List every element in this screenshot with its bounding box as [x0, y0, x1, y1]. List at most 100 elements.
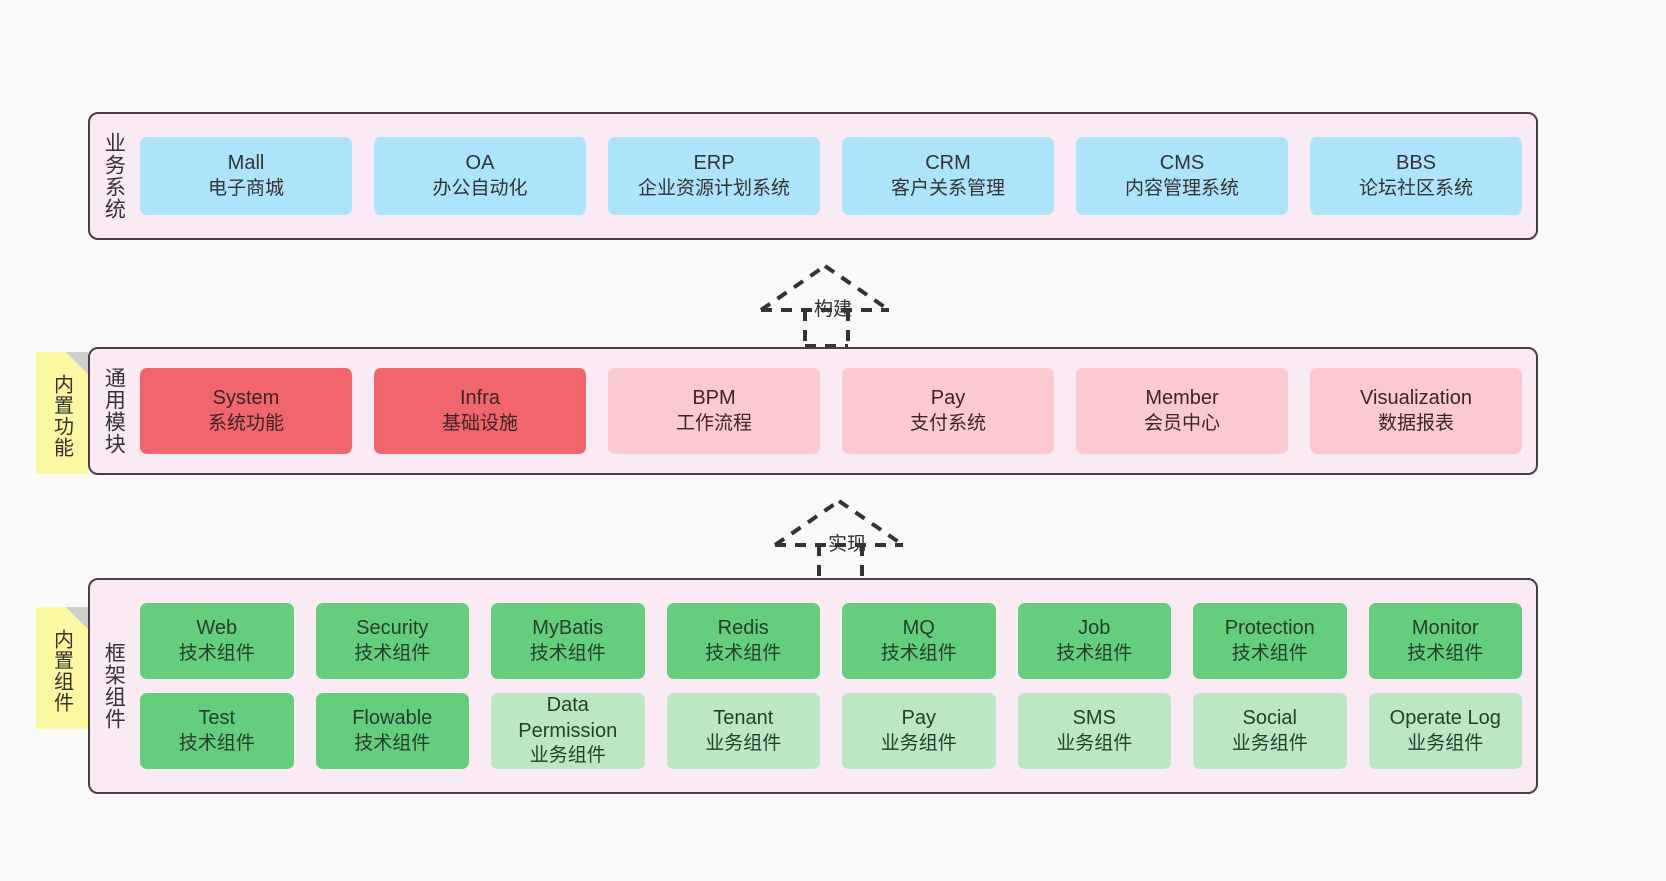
arrowhead-right-edge	[823, 264, 891, 312]
layer-title-business-system: 业务系统	[102, 132, 126, 220]
card-subtitle: 论坛社区系统	[1358, 177, 1473, 199]
card-subtitle: 业务组件	[880, 732, 957, 754]
card-title: BBS	[1395, 152, 1437, 175]
layer-body-business-system: Mall 电子商城 OA 办公自动化 ERP 企业资源计划系统 CRM 客户关系…	[136, 114, 1536, 238]
card-title: Test	[198, 707, 236, 730]
card-crm[interactable]: CRM 客户关系管理	[842, 137, 1054, 215]
note-fold-icon	[66, 352, 88, 374]
layer-panel-business-system[interactable]: 业务系统 Mall 电子商城 OA 办公自动化 ERP 企业资源计划系统 CRM…	[88, 112, 1538, 240]
card-title: Member	[1145, 387, 1219, 410]
card-system[interactable]: System 系统功能	[140, 368, 352, 454]
card-subtitle: 技术组件	[880, 642, 957, 664]
card-data-permission[interactable]: Data Permission 业务组件	[491, 693, 645, 769]
card-title: Web	[196, 617, 238, 640]
arrowhead-left-edge	[759, 264, 827, 312]
card-subtitle: 业务组件	[1056, 732, 1133, 754]
card-title: CMS	[1159, 152, 1205, 175]
card-subtitle: 技术组件	[354, 642, 431, 664]
connector-label-implement: 实现	[828, 534, 867, 555]
card-subtitle: 技术组件	[1231, 642, 1308, 664]
card-cms[interactable]: CMS 内容管理系统	[1076, 137, 1288, 215]
card-flowable[interactable]: Flowable 技术组件	[315, 693, 469, 769]
card-member[interactable]: Member 会员中心	[1076, 368, 1288, 454]
card-subtitle: 支付系统	[909, 412, 986, 434]
card-subtitle: 业务组件	[705, 732, 782, 754]
connector-label-build: 构建	[814, 299, 853, 320]
card-pay-component[interactable]: Pay 业务组件	[842, 693, 996, 769]
note-builtin-function: 内置功能	[36, 352, 88, 474]
card-title: ERP	[693, 152, 735, 175]
card-subtitle: 技术组件	[1056, 642, 1133, 664]
card-operate-log[interactable]: Operate Log 业务组件	[1368, 693, 1522, 769]
note-text: 内置组件	[50, 629, 73, 713]
card-title: MQ	[902, 617, 935, 640]
card-bbs[interactable]: BBS 论坛社区系统	[1310, 137, 1522, 215]
card-subtitle: 技术组件	[354, 732, 431, 754]
connector-implement: 实现	[766, 493, 926, 583]
card-title: Security	[356, 617, 429, 640]
card-row: Test 技术组件 Flowable 技术组件 Data Permission …	[140, 693, 1522, 769]
card-erp[interactable]: ERP 企业资源计划系统	[608, 137, 820, 215]
card-mybatis[interactable]: MyBatis 技术组件	[491, 603, 645, 679]
layer-body-framework-component: Web 技术组件 Security 技术组件 MyBatis 技术组件 Redi…	[136, 580, 1536, 792]
note-text: 内置功能	[50, 374, 73, 458]
card-redis[interactable]: Redis 技术组件	[666, 603, 820, 679]
card-tenant[interactable]: Tenant 业务组件	[666, 693, 820, 769]
card-mq[interactable]: MQ 技术组件	[842, 603, 996, 679]
card-title: System	[212, 387, 280, 410]
card-subtitle: 业务组件	[1231, 732, 1308, 754]
card-subtitle: 内容管理系统	[1124, 177, 1239, 199]
card-job[interactable]: Job 技术组件	[1017, 603, 1171, 679]
card-title: Social	[1242, 707, 1297, 730]
note-fold-icon	[66, 607, 88, 629]
card-oa[interactable]: OA 办公自动化	[374, 137, 586, 215]
card-title: Tenant	[713, 707, 774, 730]
card-title: Infra	[459, 387, 501, 410]
card-title: BPM	[692, 387, 736, 410]
card-title: MyBatis	[532, 617, 604, 640]
card-title: Data Permission	[518, 694, 618, 742]
card-subtitle: 工作流程	[675, 412, 752, 434]
layer-body-common-module: System 系统功能 Infra 基础设施 BPM 工作流程 Pay 支付系统…	[136, 349, 1536, 473]
card-protection[interactable]: Protection 技术组件	[1193, 603, 1347, 679]
card-row: Web 技术组件 Security 技术组件 MyBatis 技术组件 Redi…	[140, 603, 1522, 679]
card-title: CRM	[925, 152, 971, 175]
card-subtitle: 会员中心	[1143, 412, 1220, 434]
card-subtitle: 电子商城	[207, 177, 284, 199]
card-title: Protection	[1224, 617, 1315, 640]
card-title: Pay	[901, 707, 936, 730]
layer-panel-common-module[interactable]: 通用模块 System 系统功能 Infra 基础设施 BPM 工作流程 Pay…	[88, 347, 1538, 475]
card-pay-module[interactable]: Pay 支付系统	[842, 368, 1054, 454]
card-bpm[interactable]: BPM 工作流程	[608, 368, 820, 454]
connector-build: 构建	[752, 258, 912, 348]
card-subtitle: 业务组件	[1407, 732, 1484, 754]
card-subtitle: 业务组件	[529, 745, 606, 767]
card-subtitle: 技术组件	[1407, 642, 1484, 664]
card-title: Visualization	[1360, 387, 1472, 410]
layer-title-common-module: 通用模块	[102, 367, 126, 455]
arrowhead-left-edge	[773, 499, 841, 547]
card-sms[interactable]: SMS 业务组件	[1017, 693, 1171, 769]
card-subtitle: 客户关系管理	[890, 177, 1005, 199]
card-subtitle: 企业资源计划系统	[637, 177, 790, 199]
layer-panel-framework-component[interactable]: 框架组件 Web 技术组件 Security 技术组件 MyBatis 技术组件…	[88, 578, 1538, 794]
card-mall[interactable]: Mall 电子商城	[140, 137, 352, 215]
card-subtitle: 技术组件	[529, 642, 606, 664]
card-subtitle: 基础设施	[441, 412, 518, 434]
card-subtitle: 技术组件	[178, 732, 255, 754]
card-subtitle: 系统功能	[207, 412, 284, 434]
card-title: Mall	[227, 152, 265, 175]
card-title: Redis	[717, 617, 769, 640]
card-visualization[interactable]: Visualization 数据报表	[1310, 368, 1522, 454]
card-web[interactable]: Web 技术组件	[140, 603, 294, 679]
card-title: SMS	[1072, 707, 1116, 730]
card-security[interactable]: Security 技术组件	[315, 603, 469, 679]
card-infra[interactable]: Infra 基础设施	[374, 368, 586, 454]
card-test[interactable]: Test 技术组件	[140, 693, 294, 769]
card-social[interactable]: Social 业务组件	[1193, 693, 1347, 769]
note-builtin-component: 内置组件	[36, 607, 88, 729]
card-monitor[interactable]: Monitor 技术组件	[1368, 603, 1522, 679]
card-row: Mall 电子商城 OA 办公自动化 ERP 企业资源计划系统 CRM 客户关系…	[140, 137, 1522, 215]
card-title: Monitor	[1411, 617, 1479, 640]
